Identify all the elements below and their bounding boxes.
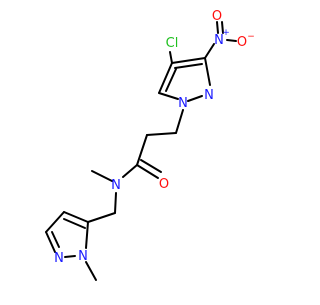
atom-pyrazole2-n2: N [54, 251, 64, 266]
atom-nitro-n-charge: + [222, 28, 230, 38]
bond-c4-c3 [171, 57, 206, 64]
atom-nitro-oxygen-top: O [212, 9, 222, 24]
background [0, 0, 300, 300]
bond-c4-c3-double [174, 63, 203, 69]
bond-co-o [136, 164, 159, 179]
bond-co-n [122, 164, 138, 178]
bond-n1-ch2 [175, 109, 184, 134]
bond-nitro-o-top-double [221, 21, 224, 34]
atom-pyrazole2-n1: N [78, 249, 88, 264]
bond-ch2-pyrazole2 [87, 212, 116, 223]
bond-n2-n1 [187, 95, 203, 102]
bond-n2b-n1b [64, 255, 76, 258]
atom-labels: Cl N + O O − N N O N N N [54, 9, 255, 266]
bond-c5-c4-double [165, 68, 177, 92]
bond-ch2-co [136, 134, 148, 166]
atom-amide-nitrogen: N [111, 178, 121, 193]
bond-co-o-double [140, 159, 162, 173]
bond-n-methyl [91, 170, 113, 182]
bonds [45, 21, 237, 281]
atom-pyrazole1-n2: N [204, 88, 214, 103]
atom-chlorine: Cl [166, 36, 179, 51]
bond-c5-c4 [158, 62, 173, 94]
bond-c5-c4b-double [63, 218, 86, 229]
bond-c3-nitro [204, 43, 215, 59]
molecule-structure: Cl N + O O − N N O N N N [0, 0, 300, 300]
bond-c5-c4b [63, 211, 89, 223]
atom-carbonyl-oxygen: O [159, 177, 169, 192]
bond-c3b-n2b [45, 231, 56, 253]
atom-nitro-oxygen-right: O [237, 35, 247, 50]
atom-nitro-nitrogen: N [214, 33, 224, 48]
atom-pyrazole1-n1: N [178, 96, 188, 111]
bond-c4-cl [169, 51, 173, 64]
bond-c3-n2 [204, 57, 211, 86]
bond-n1b-methyl [85, 261, 97, 281]
bond-n-ch2 [114, 192, 117, 214]
bond-n1-c5 [158, 92, 179, 100]
bond-ch2-ch2 [146, 132, 177, 136]
bond-c3b-n2b-double [51, 231, 60, 248]
atom-nitro-o-charge: − [247, 32, 255, 42]
bond-nitro-o-right [226, 39, 237, 42]
bond-nitro-o-top [216, 21, 219, 34]
bond-n1b-c5 [85, 221, 89, 249]
bond-c4b-c3b [45, 211, 65, 233]
molecule-canvas: Cl N + O O − N N O N N N [0, 0, 300, 300]
